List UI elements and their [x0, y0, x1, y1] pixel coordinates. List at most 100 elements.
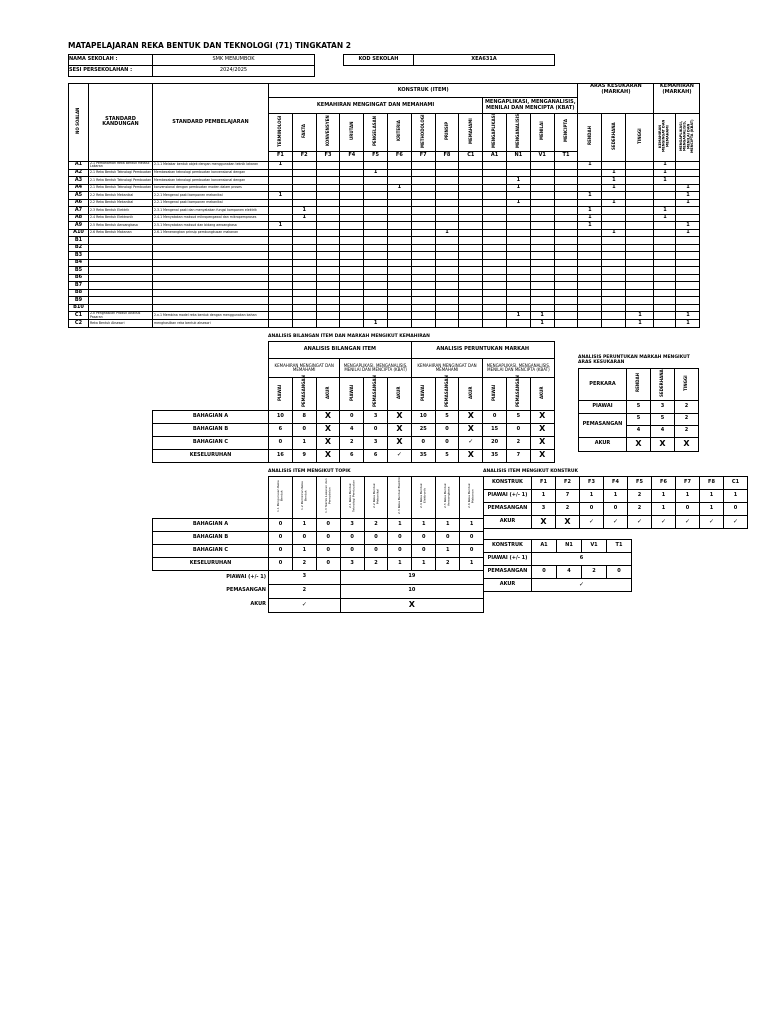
construct-cell	[553, 281, 579, 290]
construct-cell	[410, 183, 436, 192]
construct-cell	[386, 243, 412, 252]
hots-subheader: MENGAPLIKASI, MENGANALISIS, MENILAI DAN …	[339, 358, 412, 378]
construct-code: F7	[675, 476, 700, 490]
construct-cell	[529, 296, 555, 305]
construct-cell	[363, 311, 388, 321]
construct-cell: 1	[291, 206, 317, 215]
standard-kandungan	[88, 258, 153, 267]
akur-cell: X	[626, 436, 651, 452]
skill-cell: 1	[675, 228, 701, 237]
value-cell: 1	[459, 517, 485, 532]
question-number: B1	[68, 236, 89, 245]
construct-cell	[410, 191, 436, 200]
construct-analysis-title: ANALISIS ITEM MENGIKUT KONSTRUK	[483, 469, 579, 474]
construct-cell	[482, 176, 507, 185]
construct-cell	[315, 228, 341, 237]
construct-cell	[268, 176, 293, 185]
construct-cell	[529, 191, 555, 200]
construct-header-text: PENGELASAN	[372, 116, 378, 146]
construct-code: T1	[606, 539, 632, 553]
construct-cell	[482, 213, 507, 222]
value-cell: 0	[410, 435, 436, 450]
construct-cell	[386, 236, 412, 245]
value-cell: 0	[268, 556, 293, 571]
construct-cell	[386, 251, 412, 260]
level-header: SEDERHANA	[650, 368, 675, 401]
construct-cell	[315, 206, 341, 215]
construct-cell	[434, 296, 460, 305]
standard-pembelajaran	[152, 243, 269, 252]
construct-code: F4	[603, 476, 628, 490]
level-cell: 1	[601, 183, 627, 192]
question-number: B3	[68, 251, 89, 260]
table-row: B2	[68, 243, 701, 252]
construct-cell	[553, 236, 579, 245]
construct-cell	[529, 213, 555, 222]
construct-cell	[291, 281, 317, 290]
piawai-cell: 1	[579, 489, 604, 503]
level-cell	[601, 251, 627, 260]
pemasangan-label: PEMASANGAN	[483, 565, 532, 579]
skill-cell: 1	[653, 213, 677, 222]
piawai-cell: 5	[626, 399, 651, 414]
value-cell: 0	[363, 543, 389, 558]
akur-cell: ✓	[268, 597, 341, 613]
construct-cell	[458, 288, 484, 297]
construct-code: A1	[531, 539, 557, 553]
value-cell: X	[386, 422, 412, 437]
construct-cell	[458, 228, 484, 237]
standard-pembelajaran: menghasilkan reka bentuk aksesori	[152, 319, 269, 328]
skill-cell	[675, 160, 701, 170]
construct-cell	[339, 251, 365, 260]
construct-cell: 1	[505, 183, 531, 192]
construct-cell	[434, 319, 460, 328]
skill-cell	[653, 273, 677, 282]
sub-header: PIAWAI	[339, 377, 365, 411]
construct-header-text: TERMINOLOGI	[277, 115, 283, 147]
level-cell	[625, 273, 655, 282]
construct-cell	[363, 206, 388, 215]
construct-cell	[291, 251, 317, 260]
construct-cell	[458, 168, 484, 177]
standard-kandungan: Reka Bentuk Aksesori	[88, 319, 153, 328]
construct-header-text: MEMAHAMI	[467, 118, 473, 144]
construct-cell	[363, 228, 388, 237]
construct-cell	[482, 168, 507, 177]
level-cell: 1	[601, 168, 627, 177]
construct-cell	[315, 296, 341, 305]
value-cell: 0	[363, 422, 388, 437]
construct-cell	[339, 228, 365, 237]
skill-cell: 1	[653, 160, 677, 170]
topic-header: 2.5 Reka Bentuk Aeroangkasa	[435, 476, 461, 519]
construct-cell	[553, 213, 579, 222]
section-label: BAHAGIAN A	[152, 517, 269, 532]
topic-header-text: 2.3 Reka Bentuk Elektrik	[397, 477, 402, 515]
skill-cell: 1	[653, 206, 677, 215]
construct-cell: 1	[505, 176, 531, 185]
construct-cell	[529, 288, 555, 297]
skill-cell	[675, 303, 701, 312]
level-cell	[577, 273, 603, 282]
value-cell: 0	[435, 530, 461, 545]
construct-cell	[482, 281, 507, 290]
level-cell	[625, 281, 655, 290]
value-cell: 0	[459, 530, 485, 545]
construct-cell	[315, 168, 341, 177]
level-cell	[625, 296, 655, 305]
skill-cell	[653, 236, 677, 245]
construct-cell	[434, 236, 460, 245]
value-cell: 0	[434, 435, 460, 450]
sub-header: AKUR	[458, 377, 484, 411]
skill-cell: 1	[675, 221, 701, 230]
question-number: B8	[68, 288, 89, 297]
construct-cell	[529, 236, 555, 245]
level-cell	[577, 243, 603, 252]
construct-cell	[339, 273, 365, 282]
level-cell	[601, 319, 627, 328]
